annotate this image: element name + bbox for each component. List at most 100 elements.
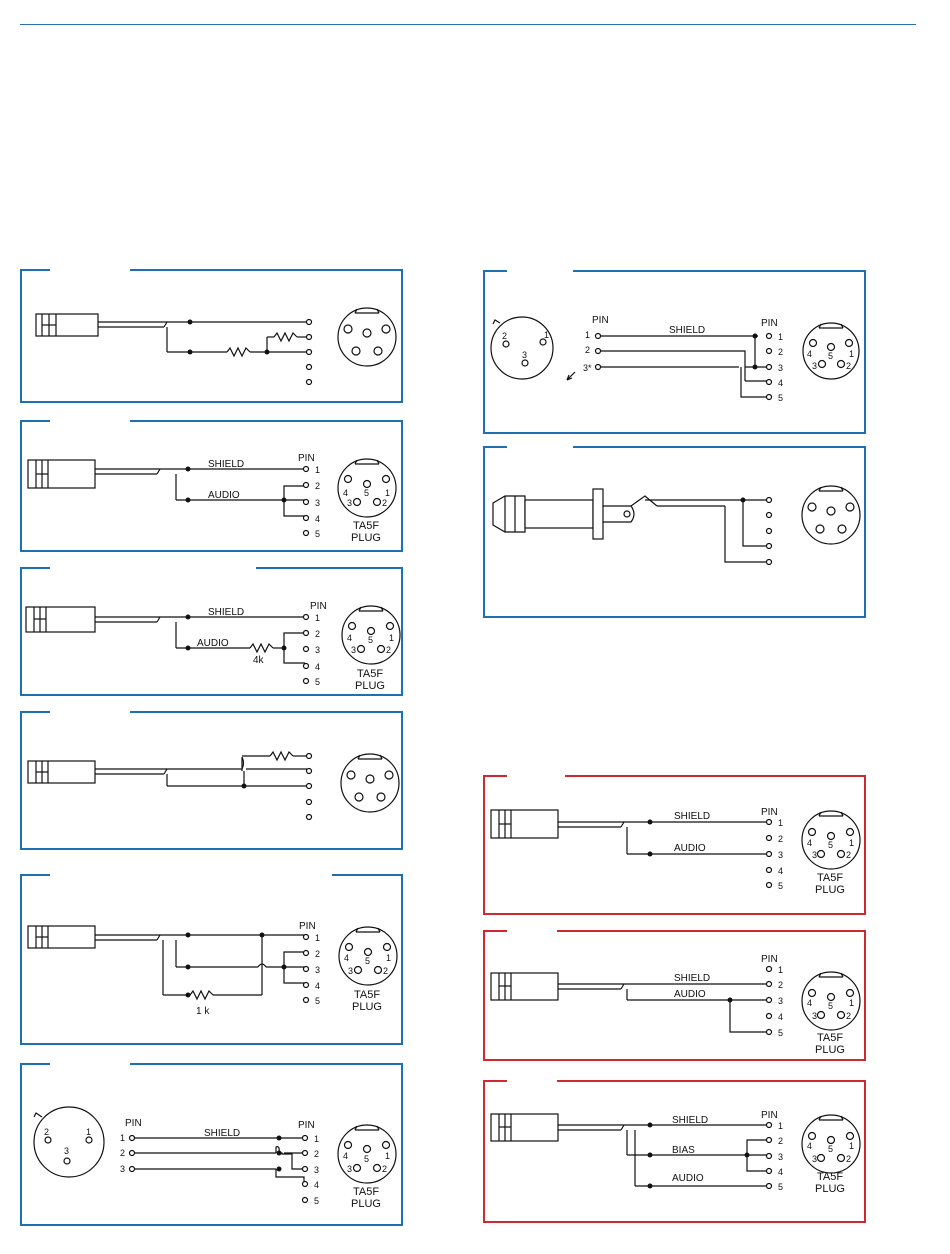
diagram-text: TA5F <box>817 872 843 884</box>
wiring-diagram <box>492 485 861 566</box>
pin-label: PIN <box>298 1120 315 1131</box>
pin-label: PIN <box>761 807 778 818</box>
diagram-text: 2 <box>846 850 851 860</box>
plug-label: TA5F <box>353 520 379 532</box>
diagram-text: 1 <box>385 488 390 498</box>
diagram-text: 1 <box>385 1151 390 1161</box>
audio-label: AUDIO <box>674 843 706 854</box>
diagram-text: 4 <box>314 1180 319 1190</box>
resistor-label: 4k <box>253 655 265 666</box>
diagram-text: 4 <box>807 838 812 848</box>
diagram-text: 3 <box>348 966 353 976</box>
diagram-text: 5 <box>314 1196 319 1206</box>
diagram-text: 1 <box>315 933 320 943</box>
diagram-text: 1 <box>544 330 549 340</box>
diagram-text: TA5F <box>357 668 383 680</box>
diagram-text: 2 <box>502 331 507 341</box>
diagram-text: 2 <box>778 834 783 844</box>
diagram-text: 5 <box>368 635 373 645</box>
diagram-text: 3 <box>812 850 817 860</box>
diagram-text: 2 <box>382 498 387 508</box>
diagram-text: 3 <box>315 965 320 975</box>
top-rule <box>20 24 916 25</box>
ta5f-connector-icon <box>338 926 398 986</box>
diagram-text: PLUG <box>351 1198 381 1210</box>
pin-number: 5 <box>315 529 320 539</box>
wiring-diagram <box>27 750 400 821</box>
diagram-text: 1 <box>585 330 590 340</box>
diagram-text: PLUG <box>355 680 385 692</box>
diagram-text: 2 <box>315 949 320 959</box>
audio-label: AUDIO <box>197 638 229 649</box>
ta5f-connector-icon <box>340 753 400 813</box>
diagram-text: TA5F <box>817 1171 843 1183</box>
diagram-text: 1 <box>389 633 394 643</box>
diagram-text: 1 <box>778 332 783 342</box>
xlr-connector-icon <box>33 1106 105 1178</box>
ta5f-connector-icon <box>801 485 861 545</box>
diagram-text: 5 <box>778 393 783 403</box>
diagram-text: 3 <box>522 350 527 360</box>
diagram-text: 3 <box>315 645 320 655</box>
diagram-text: 4 <box>343 1151 348 1161</box>
diagram-text: 2 <box>846 1011 851 1021</box>
diagram-text: 1 <box>778 818 783 828</box>
diagram-text: 5 <box>778 881 783 891</box>
diagram-text: 3 <box>314 1165 319 1175</box>
diagram-text: 2 <box>314 1149 319 1159</box>
ta5f-connector-icon <box>341 605 401 665</box>
ta5f-connector-icon <box>337 1124 397 1184</box>
diagram-text: 2 <box>778 1136 783 1146</box>
diagram-text: 5 <box>364 488 369 498</box>
diagram-text: 2 <box>382 1164 387 1174</box>
xlr-connector-icon <box>490 316 554 380</box>
diagram-text: 1 <box>386 953 391 963</box>
diagram-text: 3* <box>583 363 592 373</box>
diagram-text: 5 <box>315 677 320 687</box>
diagram-text: 5 <box>828 1144 833 1154</box>
diagram-text: 1 <box>778 965 783 975</box>
pin-label: PIN <box>299 921 316 932</box>
diagram-text: 3 <box>351 645 356 655</box>
diagram-text: 5 <box>315 996 320 1006</box>
diagram-text: 4 <box>778 1167 783 1177</box>
wiring-diagram <box>35 307 397 386</box>
diagram-panel-4 <box>20 711 403 850</box>
diagram-text: 4 <box>347 633 352 643</box>
diagram-text: 4 <box>807 1141 812 1151</box>
pin-number: 3 <box>315 498 320 508</box>
diagram-text: 1 <box>315 613 320 623</box>
diagram-text: PLUG <box>815 884 845 896</box>
diagram-text: 2 <box>778 980 783 990</box>
diagram-text: 5 <box>828 1001 833 1011</box>
diagram-text: 4 <box>807 349 812 359</box>
diagram-text: PLUG <box>815 1183 845 1195</box>
diagram-text: 4 <box>343 488 348 498</box>
ta5f-connector-icon <box>337 458 397 518</box>
diagram-text: 3 <box>812 1154 817 1164</box>
diagram-text: 5 <box>828 840 833 850</box>
diagram-text: 3 <box>812 361 817 371</box>
diagram-text: 1 <box>849 349 854 359</box>
diagram-panel-8 <box>483 446 866 618</box>
diagram-text: 3 <box>120 1164 125 1174</box>
diagram-text: 3 <box>778 850 783 860</box>
diagram-text: 5 <box>365 956 370 966</box>
diagram-text: 1 <box>849 998 854 1008</box>
phone-plug-icon <box>492 488 767 563</box>
pin-label: PIN <box>761 1110 778 1121</box>
shield-label: SHIELD <box>674 811 710 822</box>
diagram-text: TA5F <box>353 1186 379 1198</box>
diagram-text: 4 <box>344 953 349 963</box>
audio-label: AUDIO <box>208 490 240 501</box>
pin-number: 4 <box>315 514 320 524</box>
